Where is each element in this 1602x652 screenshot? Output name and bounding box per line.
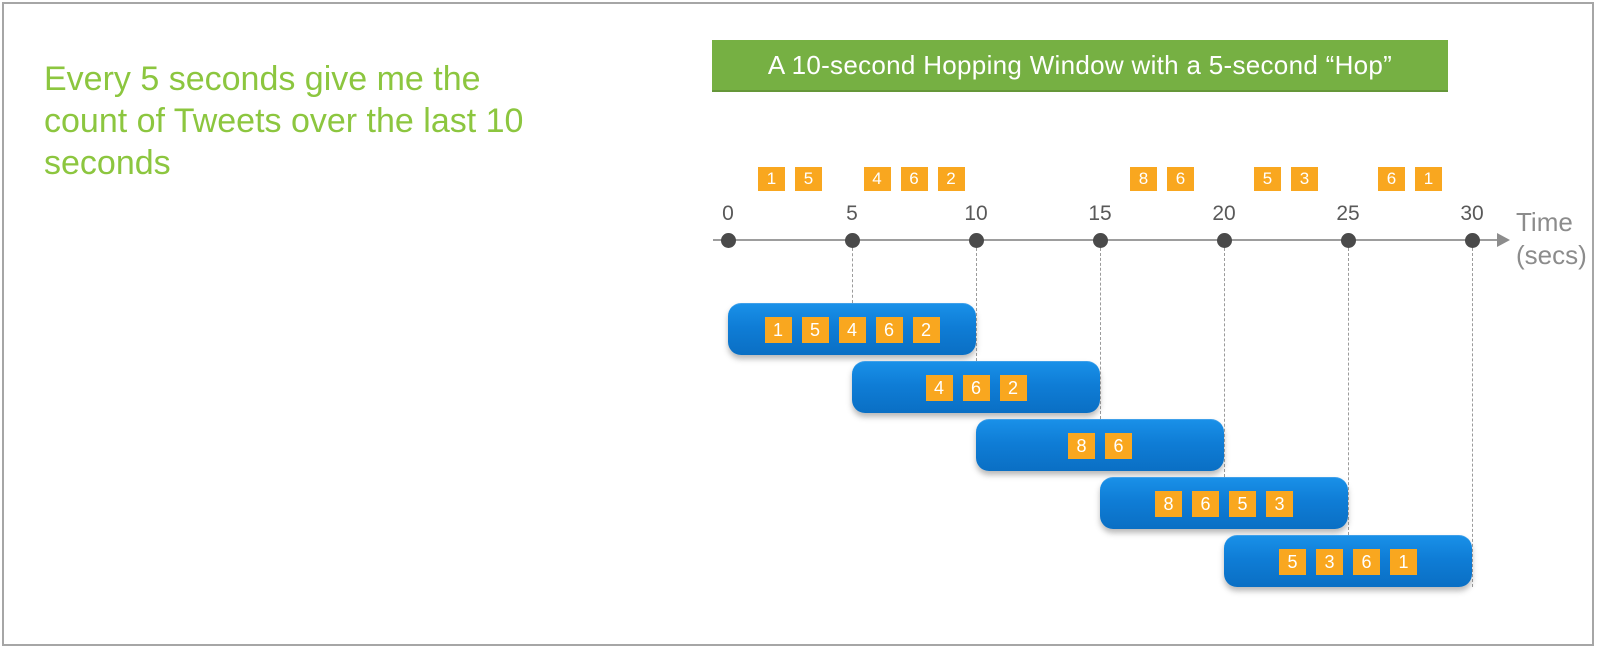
event-box: 1 xyxy=(1415,167,1442,191)
window-event-box: 4 xyxy=(838,317,866,343)
tick-label-5: 5 xyxy=(846,202,858,225)
event-box: 5 xyxy=(795,167,822,191)
tick-label-30: 30 xyxy=(1460,202,1484,225)
tick-dot-25 xyxy=(1340,232,1356,248)
event-box: 5 xyxy=(1254,167,1281,191)
tick-dash-line-20 xyxy=(1223,248,1225,477)
time-axis-label-line2: (secs) xyxy=(1516,240,1587,270)
tick-label-10: 10 xyxy=(964,202,988,225)
window-event-box: 6 xyxy=(962,375,990,401)
tick-label-20: 20 xyxy=(1212,202,1236,225)
tick-dash-line-30 xyxy=(1471,248,1473,587)
window-event-box: 8 xyxy=(1068,433,1095,459)
tick-dot-5 xyxy=(844,232,860,248)
window-event-box: 5 xyxy=(801,317,829,343)
event-box: 6 xyxy=(900,167,928,191)
tick-dot-10 xyxy=(968,232,984,248)
event-box: 6 xyxy=(1378,167,1405,191)
tick-dash-line-5 xyxy=(851,248,853,303)
window-event-box: 6 xyxy=(1353,549,1380,575)
window-event-box: 2 xyxy=(999,375,1027,401)
tick-dot-30 xyxy=(1464,232,1480,248)
event-box: 6 xyxy=(1167,167,1194,191)
window-event-box: 6 xyxy=(1192,491,1219,517)
tick-label-0: 0 xyxy=(722,202,734,225)
window-event-box: 3 xyxy=(1316,549,1343,575)
window-event-box: 5 xyxy=(1229,491,1256,517)
headline: Every 5 seconds give me the count of Twe… xyxy=(44,58,644,184)
tick-dot-0 xyxy=(720,232,736,248)
tick-dash-line-15 xyxy=(1099,248,1101,419)
tick-label-25: 25 xyxy=(1336,202,1360,225)
window-event-box: 1 xyxy=(764,317,792,343)
window-event-box: 3 xyxy=(1266,491,1293,517)
headline-line-2: count of Tweets over the last 10 xyxy=(44,102,524,140)
time-axis-label: Time (secs) xyxy=(1516,206,1587,272)
window-event-box: 8 xyxy=(1155,491,1182,517)
event-box: 2 xyxy=(937,167,965,191)
event-box: 1 xyxy=(758,167,785,191)
title-banner-label: A 10-second Hopping Window with a 5-seco… xyxy=(767,49,1393,80)
event-box: 3 xyxy=(1291,167,1318,191)
title-banner: A 10-second Hopping Window with a 5-seco… xyxy=(712,40,1448,92)
time-axis-label-line1: Time xyxy=(1516,207,1573,237)
tick-label-15: 15 xyxy=(1088,202,1112,225)
tick-dash-line-10 xyxy=(975,248,977,361)
time-axis-arrowhead-icon xyxy=(1497,233,1510,247)
tick-dash-line-25 xyxy=(1347,248,1349,535)
headline-line-3: seconds xyxy=(44,144,171,182)
window-event-box: 4 xyxy=(925,375,953,401)
tick-dot-20 xyxy=(1216,232,1232,248)
tick-dot-15 xyxy=(1092,232,1108,248)
headline-line-1: Every 5 seconds give me the xyxy=(44,60,481,98)
window-event-box: 6 xyxy=(1105,433,1132,459)
window-event-box: 6 xyxy=(875,317,903,343)
event-box: 4 xyxy=(863,167,891,191)
window-event-box: 1 xyxy=(1390,549,1417,575)
window-event-box: 2 xyxy=(912,317,940,343)
window-event-box: 5 xyxy=(1279,549,1306,575)
event-box: 8 xyxy=(1130,167,1157,191)
